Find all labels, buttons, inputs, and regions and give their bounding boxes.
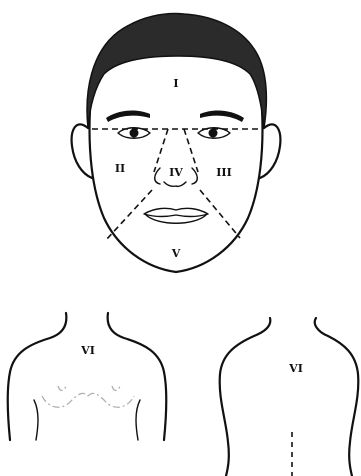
- chest-breast-hint: [42, 393, 134, 407]
- back-label: VI: [288, 362, 303, 375]
- zone-label-IV: IV: [169, 166, 183, 179]
- back-outline-left: [220, 318, 271, 476]
- mouth: [144, 208, 208, 223]
- zone-label-III: III: [216, 166, 231, 179]
- zone-label-I: I: [173, 77, 178, 90]
- hair: [87, 14, 266, 128]
- chest-illustration: VI: [8, 313, 167, 440]
- chest-outline-right: [108, 313, 167, 440]
- left-eyebrow: [106, 111, 150, 122]
- zone-label-V: V: [171, 247, 181, 260]
- back-outline-right: [315, 318, 359, 476]
- chest-outline-left: [8, 313, 67, 440]
- right-eyebrow: [200, 111, 244, 122]
- back-illustration: VI: [220, 318, 359, 476]
- head-illustration: I II III IV V: [72, 14, 281, 272]
- zone-label-II: II: [115, 162, 125, 175]
- chest-contour-left: [34, 400, 38, 440]
- chest-label: VI: [80, 344, 95, 357]
- chest-breast-marks: [58, 386, 120, 391]
- chest-contour-right: [136, 400, 140, 440]
